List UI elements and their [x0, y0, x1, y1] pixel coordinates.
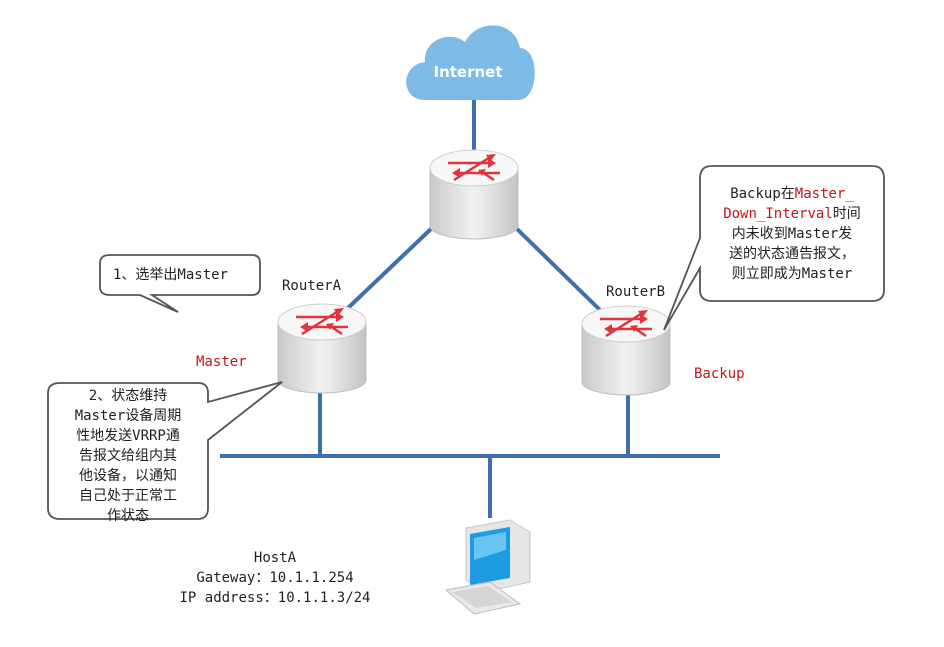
- router-top-icon: [428, 148, 520, 241]
- router-b-icon: [580, 304, 672, 397]
- maintain-line: 告报文给组内其: [79, 448, 177, 464]
- internet-cloud-icon: Internet: [406, 25, 535, 101]
- backup-line2-a: Down_Interval: [723, 206, 833, 222]
- router-a-role: Master: [196, 354, 247, 370]
- maintain-line: 性地发送VRRP通: [76, 428, 180, 444]
- host-name: HostA: [253, 550, 297, 566]
- backup-line5: 则立即成为Master: [731, 266, 853, 282]
- maintain-line: 作状态: [107, 508, 149, 524]
- callout-backup-text: Backup在Master_ Down_Interval时间 内未收到Maste…: [700, 184, 884, 284]
- maintain-line: Master设备周期: [74, 408, 182, 424]
- router-b-role: Backup: [694, 366, 745, 382]
- router-b-name: RouterB: [606, 284, 666, 300]
- links: [220, 100, 720, 518]
- callout-maintain-text: 2、状态维持 Master设备周期 性地发送VRRP通 告报文给组内其 他设备，…: [48, 386, 208, 526]
- host-gateway: Gateway：10.1.1.254: [196, 570, 354, 586]
- maintain-line: 他设备，以通知: [79, 468, 177, 484]
- router-a-icon: [276, 302, 368, 395]
- backup-line2-b: 时间: [832, 206, 861, 222]
- maintain-line: 2、状态维持: [88, 388, 168, 404]
- backup-line4: 送的状态通告报文，: [729, 246, 855, 262]
- backup-line3: 内未收到Master发: [731, 226, 853, 242]
- callout-maintain-bubble: [47, 381, 283, 520]
- callout-elect-bubble: [99, 254, 261, 313]
- internet-label: Internet: [433, 63, 502, 81]
- host-ip: IP address：10.1.1.3/24: [179, 590, 371, 606]
- router-a-name: RouterA: [282, 278, 342, 294]
- link-top-routerb: [514, 226, 602, 312]
- backup-line1-b: Master_: [794, 186, 854, 202]
- backup-line1-a: Backup在: [730, 186, 795, 202]
- link-top-routera: [346, 226, 434, 310]
- callout-elect-text: 1、选举出Master: [113, 267, 229, 283]
- maintain-line: 自己处于正常工: [79, 488, 177, 504]
- callout-backup-bubble: [663, 165, 885, 331]
- host-info: HostA Gateway：10.1.1.254 IP address：10.1…: [150, 548, 400, 608]
- host-pc-icon: [444, 519, 531, 615]
